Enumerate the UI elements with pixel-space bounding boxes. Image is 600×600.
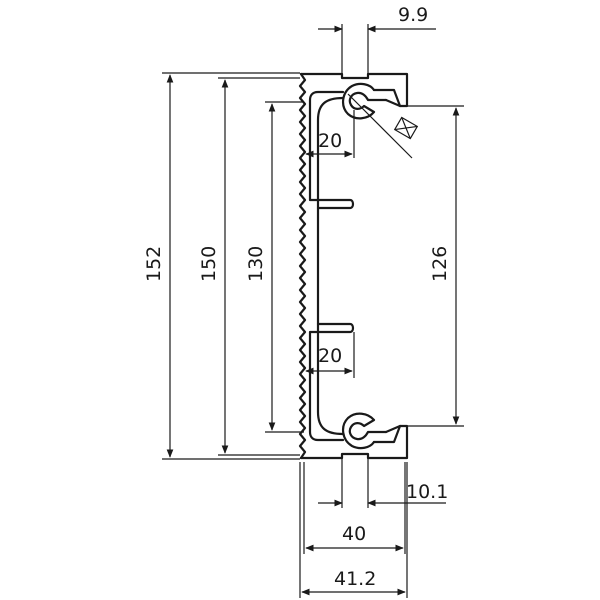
dim-slot-depth-bottom: 20 [305,332,355,378]
dim-label-126: 126 [429,246,451,282]
inner-pocket-bottom [308,322,355,442]
dim-label-slot-bottom: 10.1 [406,481,448,503]
screw-leader [347,93,419,159]
dim-width-40: 40 [303,462,406,554]
dim-height-130: 130 [245,101,304,433]
thread-symbol-icon [393,116,419,140]
dim-height-150: 150 [198,77,300,456]
dim-label-20-top: 20 [318,130,342,152]
dim-slot-top: 9.9 [318,4,436,74]
bottom-screw-channel [342,412,388,450]
top-foot [384,98,402,108]
dim-label-150: 150 [198,246,220,282]
dim-label-41-2: 41.2 [334,568,376,590]
dim-label-130: 130 [245,246,267,282]
dim-label-20-bottom: 20 [318,345,342,367]
serrated-back-wall [298,72,307,460]
dim-width-41-2: 41.2 [299,462,408,598]
bottom-foot [384,424,402,434]
dim-height-126: 126 [408,105,464,427]
dim-label-152: 152 [143,246,165,282]
dim-slot-bottom: 10.1 [318,458,448,508]
bottom-flange-outline [299,424,409,460]
dim-label-40: 40 [342,523,366,545]
inner-pocket-top [308,90,355,210]
top-flange-outline [299,72,409,108]
dim-label-slot-top: 9.9 [398,4,428,26]
dim-height-152: 152 [143,72,300,460]
profile-outline [298,72,409,460]
dim-slot-depth-top: 20 [305,110,355,158]
top-screw-channel [342,82,388,120]
